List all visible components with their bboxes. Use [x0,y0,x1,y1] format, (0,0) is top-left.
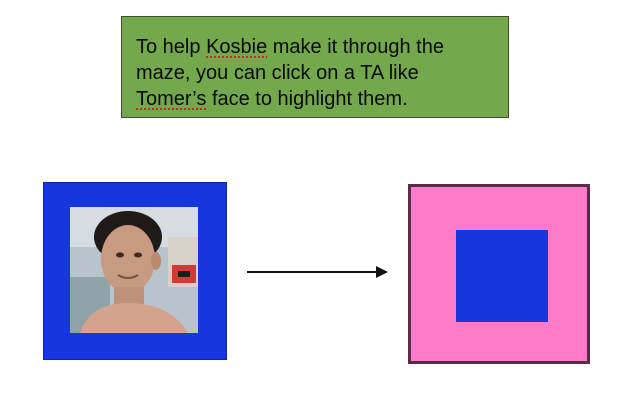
instruction-text: face to highlight them. [206,88,408,110]
ta-face-photo[interactable] [70,207,198,333]
instruction-text: To help [136,36,207,58]
instruction-name-kosbie: Kosbie [206,36,268,58]
instruction-line-1: To help Kosbie make it through the [136,34,494,60]
ta-face-illustration [70,207,198,333]
instruction-text: make it through the [267,36,444,58]
instruction-line-2: maze, you can click on a TA like [136,60,494,86]
instruction-line-3: Tomer’s face to highlight them. [136,86,494,112]
instruction-textbox: To help Kosbie make it through the maze,… [121,16,509,118]
highlight-inner-square [456,230,548,322]
instruction-text: maze, you can click on a TA like [136,62,419,84]
right-arrow-icon [247,266,388,278]
instruction-name-tomer: Tomer’s [136,88,207,110]
ta-tile-highlighted[interactable] [408,184,590,364]
ta-tile-unhighlighted[interactable] [43,182,227,360]
